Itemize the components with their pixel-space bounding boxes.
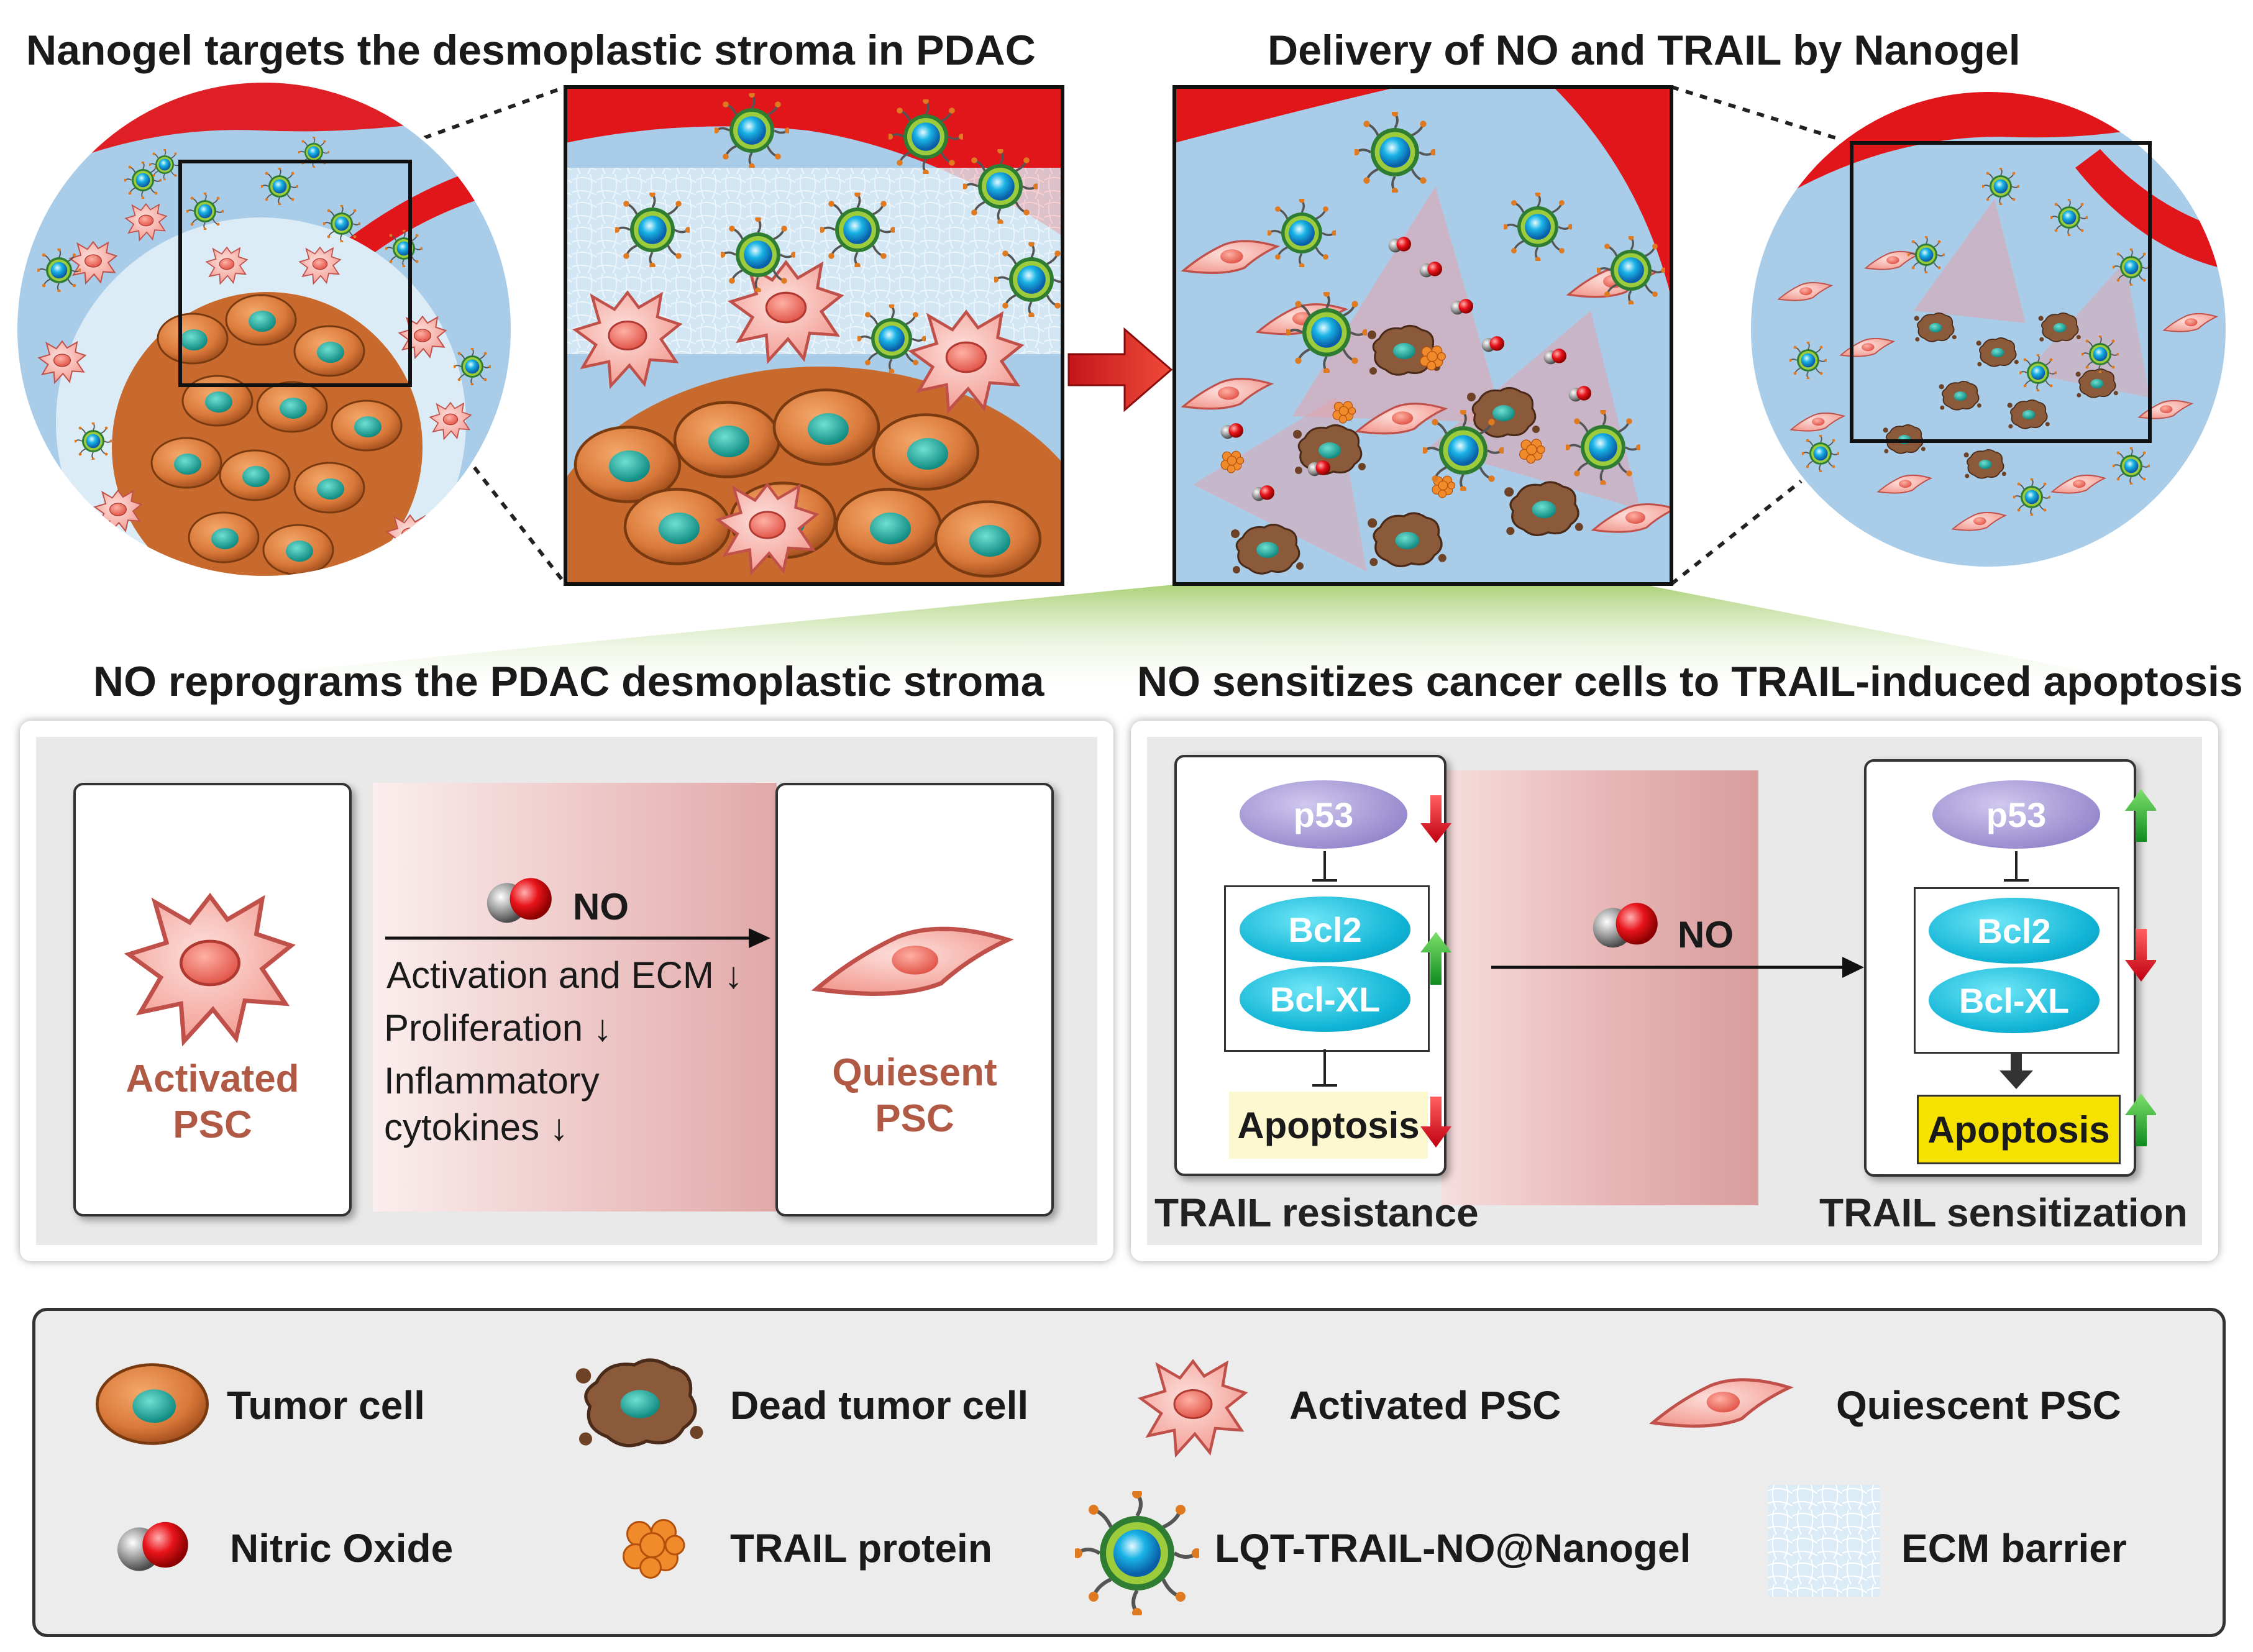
legend-ecm-barrier: ECM barrier	[1901, 1526, 2127, 1571]
trail-resistance-caption: TRAIL resistance	[1154, 1190, 1479, 1235]
left-pathway-arrows	[1312, 795, 1451, 1148]
quiescent-psc-label: Quiesent PSC	[775, 1050, 1054, 1142]
activated-psc-label: Activated PSC	[73, 1056, 352, 1148]
right-apoptosis-up-arrow	[2125, 1093, 2156, 1146]
title-top-left: Nanogel targets the desmoplastic stroma …	[26, 27, 1036, 74]
effect-proliferation: Proliferation ↓	[384, 1007, 612, 1049]
effect-inflammatory: Inflammatory	[384, 1060, 600, 1102]
ecm-barrier-icon	[1768, 1485, 1880, 1597]
quiescent-psc-label-line2: PSC	[875, 1097, 954, 1140]
right-bcl2-node: Bcl2	[1929, 898, 2100, 964]
left-bclxl-node: Bcl-XL	[1240, 966, 1410, 1032]
green-connector-fan	[164, 584, 2149, 683]
trail-protein-icon	[623, 1519, 685, 1579]
no-trail-release-panel	[1172, 85, 1673, 586]
activated-psc-label-line2: PSC	[173, 1103, 252, 1146]
right-apoptosis-node: Apoptosis	[1917, 1095, 2121, 1164]
right-bcl-down-arrow	[2125, 929, 2156, 982]
tissue-overview-circle	[1747, 88, 2229, 570]
quiescent-psc-icon	[800, 913, 1024, 1013]
title-mid-left: NO reprograms the PDAC desmoplastic stro…	[93, 658, 1044, 705]
left-p53-down-arrow	[1420, 795, 1451, 843]
activated-psc-icon	[111, 876, 309, 1050]
legend-tumor-cell: Tumor cell	[227, 1383, 425, 1428]
stroma-gradient-band	[373, 783, 777, 1212]
trail-no-label: NO	[1678, 914, 1734, 956]
activated-psc-label-line1: Activated	[126, 1057, 299, 1100]
left-bcl2-node: Bcl2	[1240, 897, 1410, 962]
legend-nitric-oxide: Nitric Oxide	[230, 1526, 454, 1571]
right-p53-node: p53	[1932, 780, 2100, 849]
trail-gradient-band	[1442, 770, 1758, 1205]
quiescent-psc-box	[775, 783, 1054, 1216]
trail-sensitization-caption: TRAIL sensitization	[1819, 1190, 2188, 1235]
right-p53-up-arrow	[2125, 789, 2156, 842]
title-mid-right: NO sensitizes cancer cells to TRAIL-indu…	[1137, 658, 2243, 705]
legend-dead-tumor-cell: Dead tumor cell	[730, 1383, 1029, 1428]
tumor-cell-icon	[93, 1358, 211, 1451]
left-apoptosis-node: Apoptosis	[1229, 1092, 1428, 1159]
stroma-no-label: NO	[573, 886, 629, 928]
effect-activation-ecm: Activation and ECM ↓	[386, 954, 743, 996]
nanogel-targeting-illustration	[14, 79, 2229, 683]
legend-trail-protein: TRAIL protein	[730, 1526, 992, 1571]
left-bcl-up-arrow	[1420, 932, 1451, 985]
no-conversion-arrow	[385, 878, 770, 948]
activated-psc-legend-icon	[1131, 1348, 1255, 1460]
title-top-right: Delivery of NO and TRAIL by Nanogel	[1268, 27, 2021, 74]
dead-tumor-cell-icon	[575, 1354, 705, 1454]
nitric-oxide-icon	[117, 1522, 188, 1571]
progress-arrow	[1067, 327, 1173, 413]
left-apoptosis-down-arrow	[1420, 1097, 1451, 1148]
right-bclxl-node: Bcl-XL	[1929, 967, 2100, 1033]
quiescent-psc-label-line1: Quiesent	[832, 1051, 997, 1094]
right-activation-arrow	[1999, 1053, 2033, 1089]
left-p53-node: p53	[1240, 780, 1407, 849]
right-pathway-arrows	[1999, 789, 2156, 1146]
trail-no-arrow	[1491, 903, 1864, 978]
quiescent-psc-legend-icon	[1647, 1373, 1796, 1435]
legend-nanogel: LQT-TRAIL-NO@Nanogel	[1215, 1526, 1691, 1571]
nanogel-icon	[1075, 1491, 1199, 1615]
legend-quiescent-psc: Quiescent PSC	[1836, 1383, 2121, 1428]
tumor-overview-circle	[14, 79, 514, 580]
zoom-connector-lines	[408, 85, 1853, 586]
stroma-zoom-panel	[564, 85, 1064, 586]
legend-activated-psc: Activated PSC	[1289, 1383, 1561, 1428]
effect-cytokines: cytokines ↓	[384, 1107, 569, 1148]
